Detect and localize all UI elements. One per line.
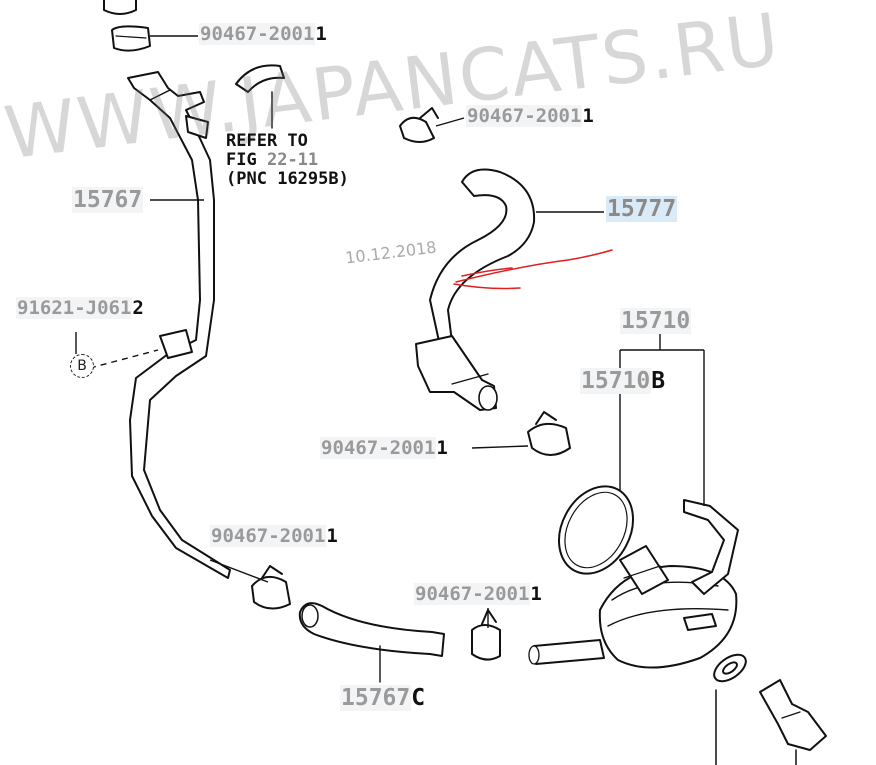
- red-annotation: [453, 249, 613, 290]
- part-label-15767c[interactable]: 15767C: [340, 685, 426, 711]
- callout-b: B: [70, 354, 94, 378]
- part-label-91621[interactable]: 91621-J0612: [16, 297, 144, 319]
- gasket-15710b-drawing: [558, 485, 634, 575]
- oil-cooler-15710-drawing: [528, 499, 739, 669]
- part-label-clip-middle[interactable]: 90467-20011: [320, 437, 448, 459]
- refer-hose-drawing: [235, 64, 285, 129]
- clip-lower-left-drawing: [251, 565, 291, 610]
- washer-bolt-drawing: [713, 653, 827, 765]
- clip-middle-drawing: [527, 411, 571, 456]
- part-label-15767[interactable]: 15767: [72, 187, 144, 213]
- part-label-15710b[interactable]: 15710B: [580, 368, 666, 394]
- refer-to-note: REFER TO FIG 22-11 (PNC 16295B): [226, 131, 349, 189]
- part-label-15777[interactable]: 15777: [606, 196, 678, 222]
- leader-lines: [75, 35, 705, 628]
- hose-15777-drawing: [415, 168, 536, 411]
- clip-upper-right-drawing: [399, 107, 439, 143]
- part-label-15710[interactable]: 15710: [620, 308, 692, 334]
- pipe-15767-drawing: [127, 71, 231, 579]
- top-clip-drawing: [103, 0, 151, 52]
- clip-lower-right-drawing: [471, 609, 501, 661]
- part-label-clip-top[interactable]: 90467-20011: [199, 23, 327, 45]
- hose-15767c-drawing: [298, 602, 445, 683]
- part-label-clip-lower-right[interactable]: 90467-20011: [414, 583, 542, 605]
- part-label-clip-lower-left[interactable]: 90467-20011: [210, 525, 338, 547]
- part-label-clip-upper-right[interactable]: 90467-20011: [466, 105, 594, 127]
